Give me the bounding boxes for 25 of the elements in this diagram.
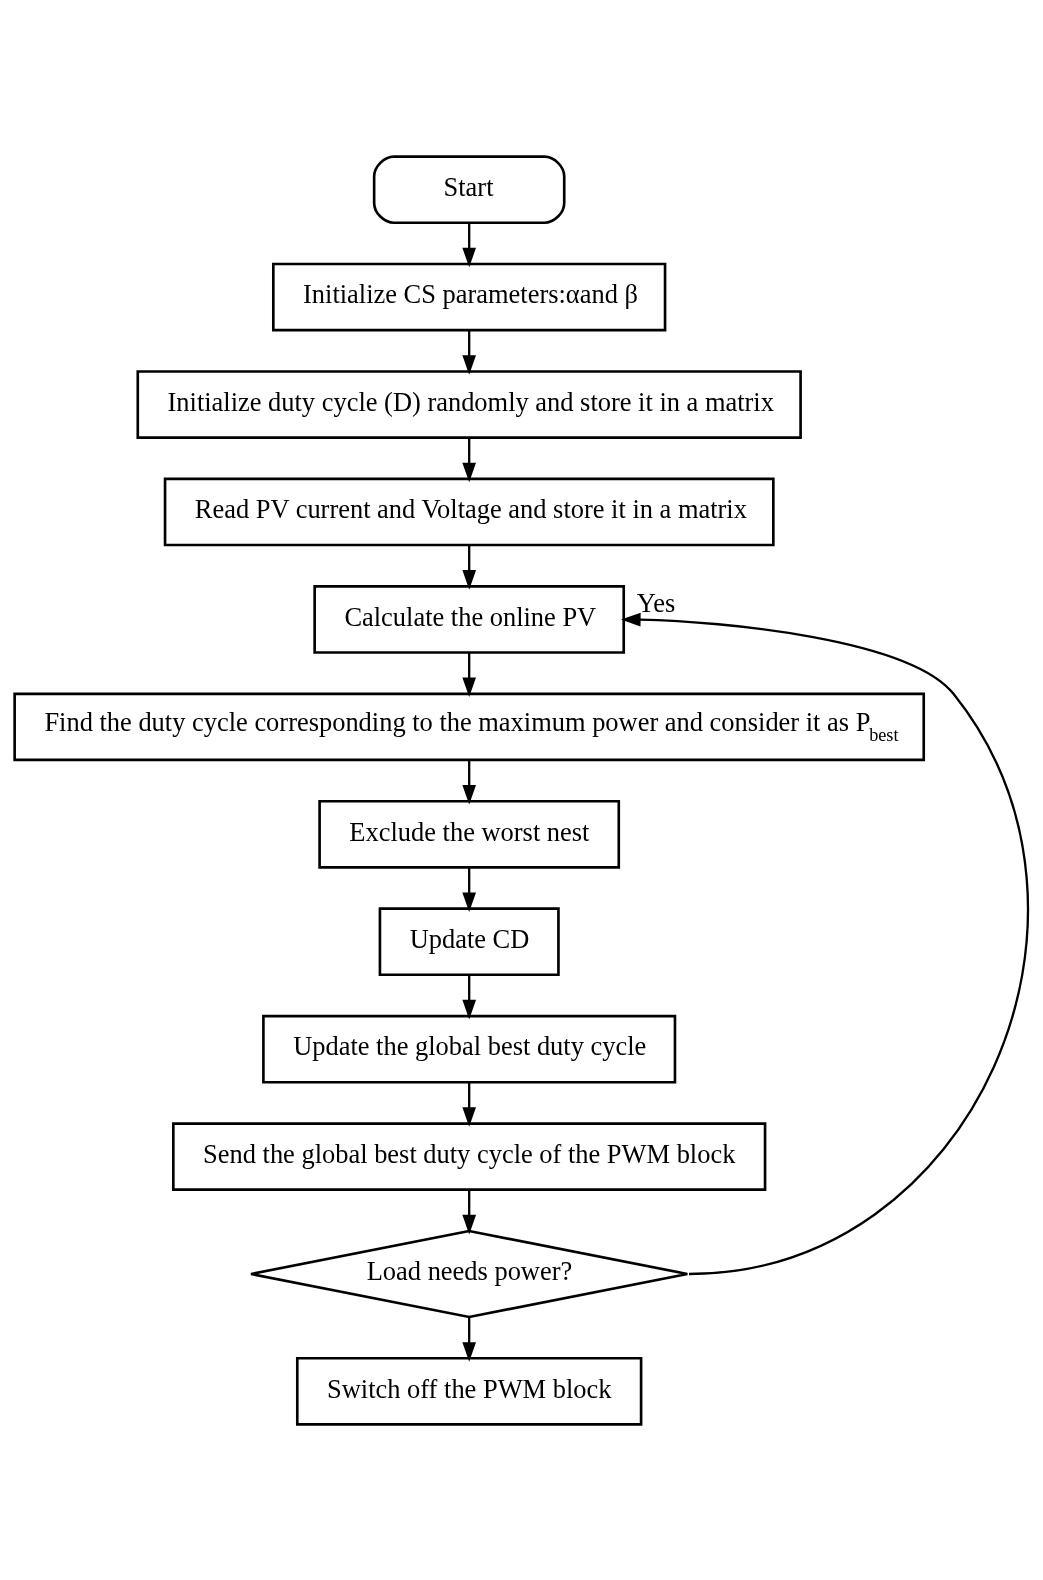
arrow bbox=[462, 544, 476, 590]
arrow bbox=[462, 222, 476, 267]
edge-label: Yes bbox=[636, 587, 676, 618]
node-box: Switch off the PWM block bbox=[295, 1356, 643, 1426]
arrow bbox=[462, 1189, 476, 1234]
arrow bbox=[462, 330, 476, 375]
arrow bbox=[462, 1316, 476, 1362]
arrow bbox=[621, 612, 1028, 1275]
node-box: Read PV current and Voltage and store it in a matrix bbox=[163, 477, 775, 546]
node-box: Exclude the worst nest bbox=[318, 799, 621, 869]
node-box: Find the duty cycle corresponding to the maximum power and consider it as P$_{best}$ bbox=[13, 692, 926, 761]
arrow bbox=[462, 437, 476, 482]
node-box: Update CD bbox=[378, 906, 560, 976]
arrow bbox=[462, 867, 476, 912]
arrow bbox=[462, 1082, 476, 1127]
node-box: Update the global best duty cycle bbox=[262, 1014, 677, 1084]
node-box: Initialize duty cycle (D) randomly and store it in a matrix bbox=[136, 369, 802, 439]
node-box: Initialize CS parameters:αand β bbox=[272, 262, 667, 331]
node-diamond: Load needs power? bbox=[249, 1229, 689, 1318]
arrow bbox=[462, 759, 476, 805]
node-box: Calculate the online PV bbox=[313, 584, 626, 654]
arrow bbox=[462, 652, 476, 697]
node-box: Start bbox=[372, 154, 566, 224]
arrow bbox=[462, 974, 476, 1019]
node-box: Send the global best duty cycle of the PWM block bbox=[172, 1121, 767, 1191]
